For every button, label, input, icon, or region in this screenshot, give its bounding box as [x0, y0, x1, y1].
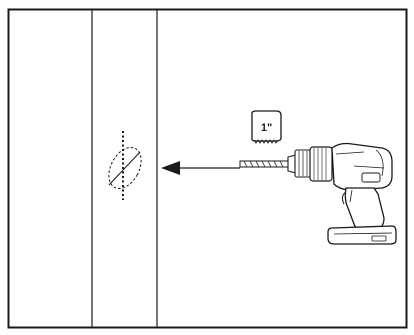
hole-saw-icon: 1": [251, 110, 282, 144]
drill-body: [331, 142, 393, 191]
drill-icon: [239, 142, 397, 245]
drill-battery: [327, 225, 397, 245]
arrow-icon: [161, 161, 240, 175]
drill-bit: [239, 160, 291, 168]
drill-chuck: [287, 146, 333, 182]
hole-saw-size-label: 1": [261, 122, 272, 134]
wall-stud: [91, 10, 158, 327]
hole-target-icon: [108, 131, 142, 200]
